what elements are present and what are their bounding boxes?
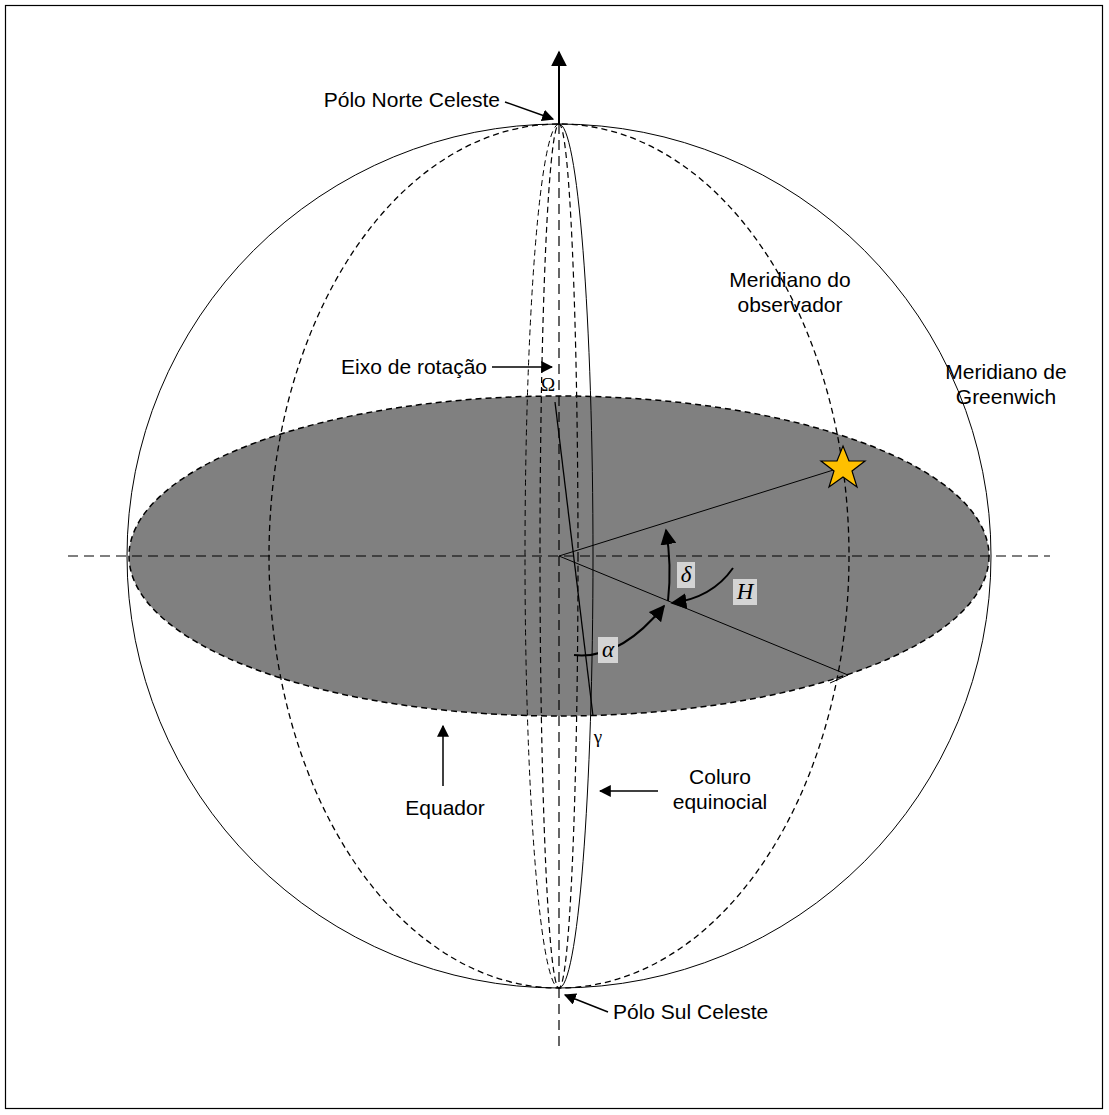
hour-line-end (830, 675, 848, 683)
equator-label: Equador (405, 795, 484, 820)
point-label: Ω (541, 374, 555, 397)
axis-label: Eixo de rotação (341, 354, 487, 379)
frame (6, 6, 1103, 1109)
hour-line (559, 556, 848, 675)
pole-label: Pólo Norte Celeste (324, 87, 500, 112)
angle-symbol: H (733, 579, 758, 605)
declination-arc (666, 530, 670, 601)
leader-arrow (600, 790, 658, 792)
leader-arrow (505, 102, 553, 119)
angle-symbol: α (598, 637, 618, 663)
star-direction (559, 467, 843, 556)
leader-arrow (492, 366, 552, 368)
right-ascension-arc (574, 606, 664, 655)
leader-arrow (442, 726, 444, 786)
node-line (555, 402, 593, 716)
leader-arrow (565, 995, 608, 1012)
star (821, 446, 865, 487)
meridian-label: Meridiano do observador (710, 267, 870, 317)
angle-symbol: δ (677, 562, 696, 588)
pole-label: Pólo Sul Celeste (613, 999, 768, 1024)
meridian-label: Meridiano de Greenwich (931, 359, 1081, 409)
colure-label: Coluro equinocial (660, 764, 780, 814)
axis-arrow (558, 52, 560, 124)
rotation-axis (558, 124, 559, 1050)
point-label: γ (594, 726, 602, 749)
